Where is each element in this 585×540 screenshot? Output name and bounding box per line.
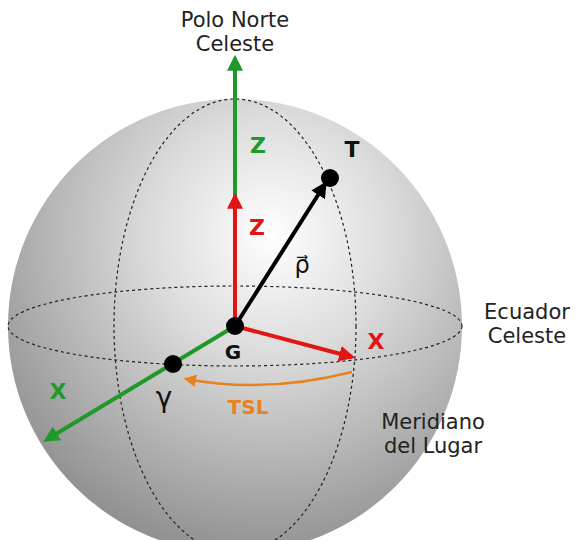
point-letter: T: [344, 137, 359, 162]
vernal-point-dot: [164, 355, 182, 373]
axis-letter: X: [368, 329, 385, 354]
point-letter: G: [225, 341, 241, 364]
center-dot: [226, 317, 244, 335]
green-z-axis: [233, 58, 237, 326]
axis-letter: Z: [249, 215, 265, 240]
angle-label: TSL: [228, 396, 269, 419]
axis-letter: X: [50, 379, 67, 404]
red-x-axis: [235, 326, 352, 357]
pole-label: Polo Norte Celeste: [155, 8, 315, 56]
axis-letter: Z: [250, 133, 266, 158]
target-dot: [321, 169, 339, 187]
sidereal-time-arc: [186, 372, 352, 385]
vernal-point-symbol: γ: [156, 382, 173, 414]
position-vector: [235, 184, 325, 326]
equator-label: Ecuador Celeste: [471, 300, 583, 348]
meridian-label: Meridiano del Lugar: [363, 410, 503, 458]
red-z-axis: [233, 196, 237, 326]
vector-symbol: ρ⃗: [294, 252, 309, 280]
green-x-axis: [46, 326, 235, 440]
